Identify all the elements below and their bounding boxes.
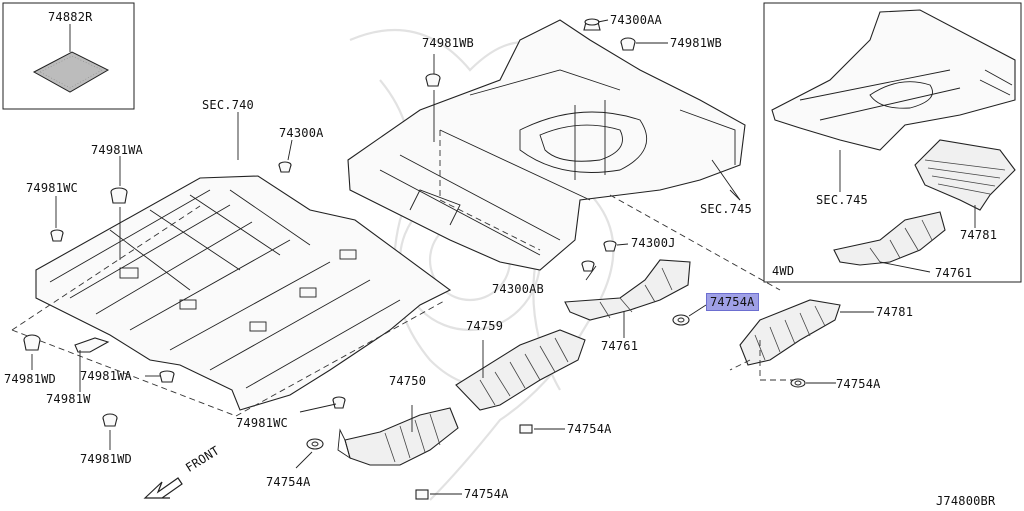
label-sec740[interactable]: SEC.740 [202,98,254,112]
label-74300J[interactable]: 74300J [631,236,676,250]
label-74781-inset[interactable]: 74781 [960,228,998,242]
leader-lines [31,19,976,495]
label-74754A-mid[interactable]: 74754A [567,422,612,436]
label-74750[interactable]: 74750 [389,374,427,388]
rear-floor-panel[interactable] [347,19,746,271]
front-arrow-icon [143,477,183,499]
tunnel-insulator-74761[interactable] [564,259,691,321]
clip-74981WB-top[interactable] [620,37,636,51]
label-74754A-bottom[interactable]: 74754A [464,487,509,501]
clip-74981W[interactable] [74,337,110,353]
label-74981WD-2[interactable]: 74981WD [80,452,132,466]
label-74759[interactable]: 74759 [466,319,504,333]
mat-74882R[interactable] [32,51,110,93]
clip-74981WB-left[interactable] [425,73,441,87]
label-74981WB-1[interactable]: 74981WB [422,36,474,50]
label-74300AB[interactable]: 74300AB [492,282,544,296]
label-74981WA-1[interactable]: 74981WA [91,143,143,157]
label-74761-main[interactable]: 74761 [601,339,639,353]
label-74754A-highlighted[interactable]: 74754A [706,293,759,311]
label-74761-inset[interactable]: 74761 [935,266,973,280]
label-74300AA[interactable]: 74300AA [610,13,662,27]
label-74981WC-2[interactable]: 74981WC [236,416,288,430]
clip-74981WD-left[interactable] [23,334,41,351]
label-74754A-left[interactable]: 74754A [266,475,311,489]
clip-74981WD-low[interactable] [102,413,118,427]
nut-74754A-bottom[interactable] [415,489,429,500]
label-74754A-right[interactable]: 74754A [836,377,881,391]
clip-74300AA[interactable] [583,18,601,31]
inset-rear-floor[interactable] [771,9,1016,151]
clip-74981WA-top[interactable] [110,187,128,204]
clip-74300A[interactable] [278,161,292,173]
heat-shield-74750[interactable] [337,407,459,466]
clip-74981WC-left[interactable] [50,229,64,242]
nut-74754A-center[interactable] [672,314,690,326]
label-74981WC-1[interactable]: 74981WC [26,181,78,195]
heat-shield-74781[interactable] [739,299,841,366]
inset-tunnel-insulator-74761[interactable] [833,211,946,266]
clip-74981WC-low[interactable] [332,396,346,409]
label-sec745-inset[interactable]: SEC.745 [816,193,868,207]
heat-shield-74759[interactable] [455,329,586,411]
clip-74300J[interactable] [603,240,617,252]
mat-inset-frame [2,2,135,110]
inset-4wd-frame [763,2,1022,283]
label-74981WA-2[interactable]: 74981WA [80,369,132,383]
label-4wd: 4WD [772,264,795,278]
label-74300A[interactable]: 74300A [279,126,324,140]
nut-74754A-mid[interactable] [519,424,533,434]
label-sec745[interactable]: SEC.745 [700,202,752,216]
label-74981WB-2[interactable]: 74981WB [670,36,722,50]
clip-74981WA-low[interactable] [159,370,175,383]
label-74981W[interactable]: 74981W [46,392,91,406]
label-74981WD-1[interactable]: 74981WD [4,372,56,386]
shield-mount-dash [729,340,800,381]
nut-74754A-right[interactable] [790,378,806,388]
nut-74754A-left[interactable] [306,438,324,450]
clip-74300AB[interactable] [581,260,595,272]
floor-outline-dash [11,205,447,417]
rear-floor-dash [439,130,781,291]
diagram-code: J74800BR [936,494,996,508]
label-74882R[interactable]: 74882R [48,10,93,24]
label-74781-main[interactable]: 74781 [876,305,914,319]
front-floor-panel[interactable] [35,175,452,411]
inset-heat-shield-74781[interactable] [914,139,1016,211]
